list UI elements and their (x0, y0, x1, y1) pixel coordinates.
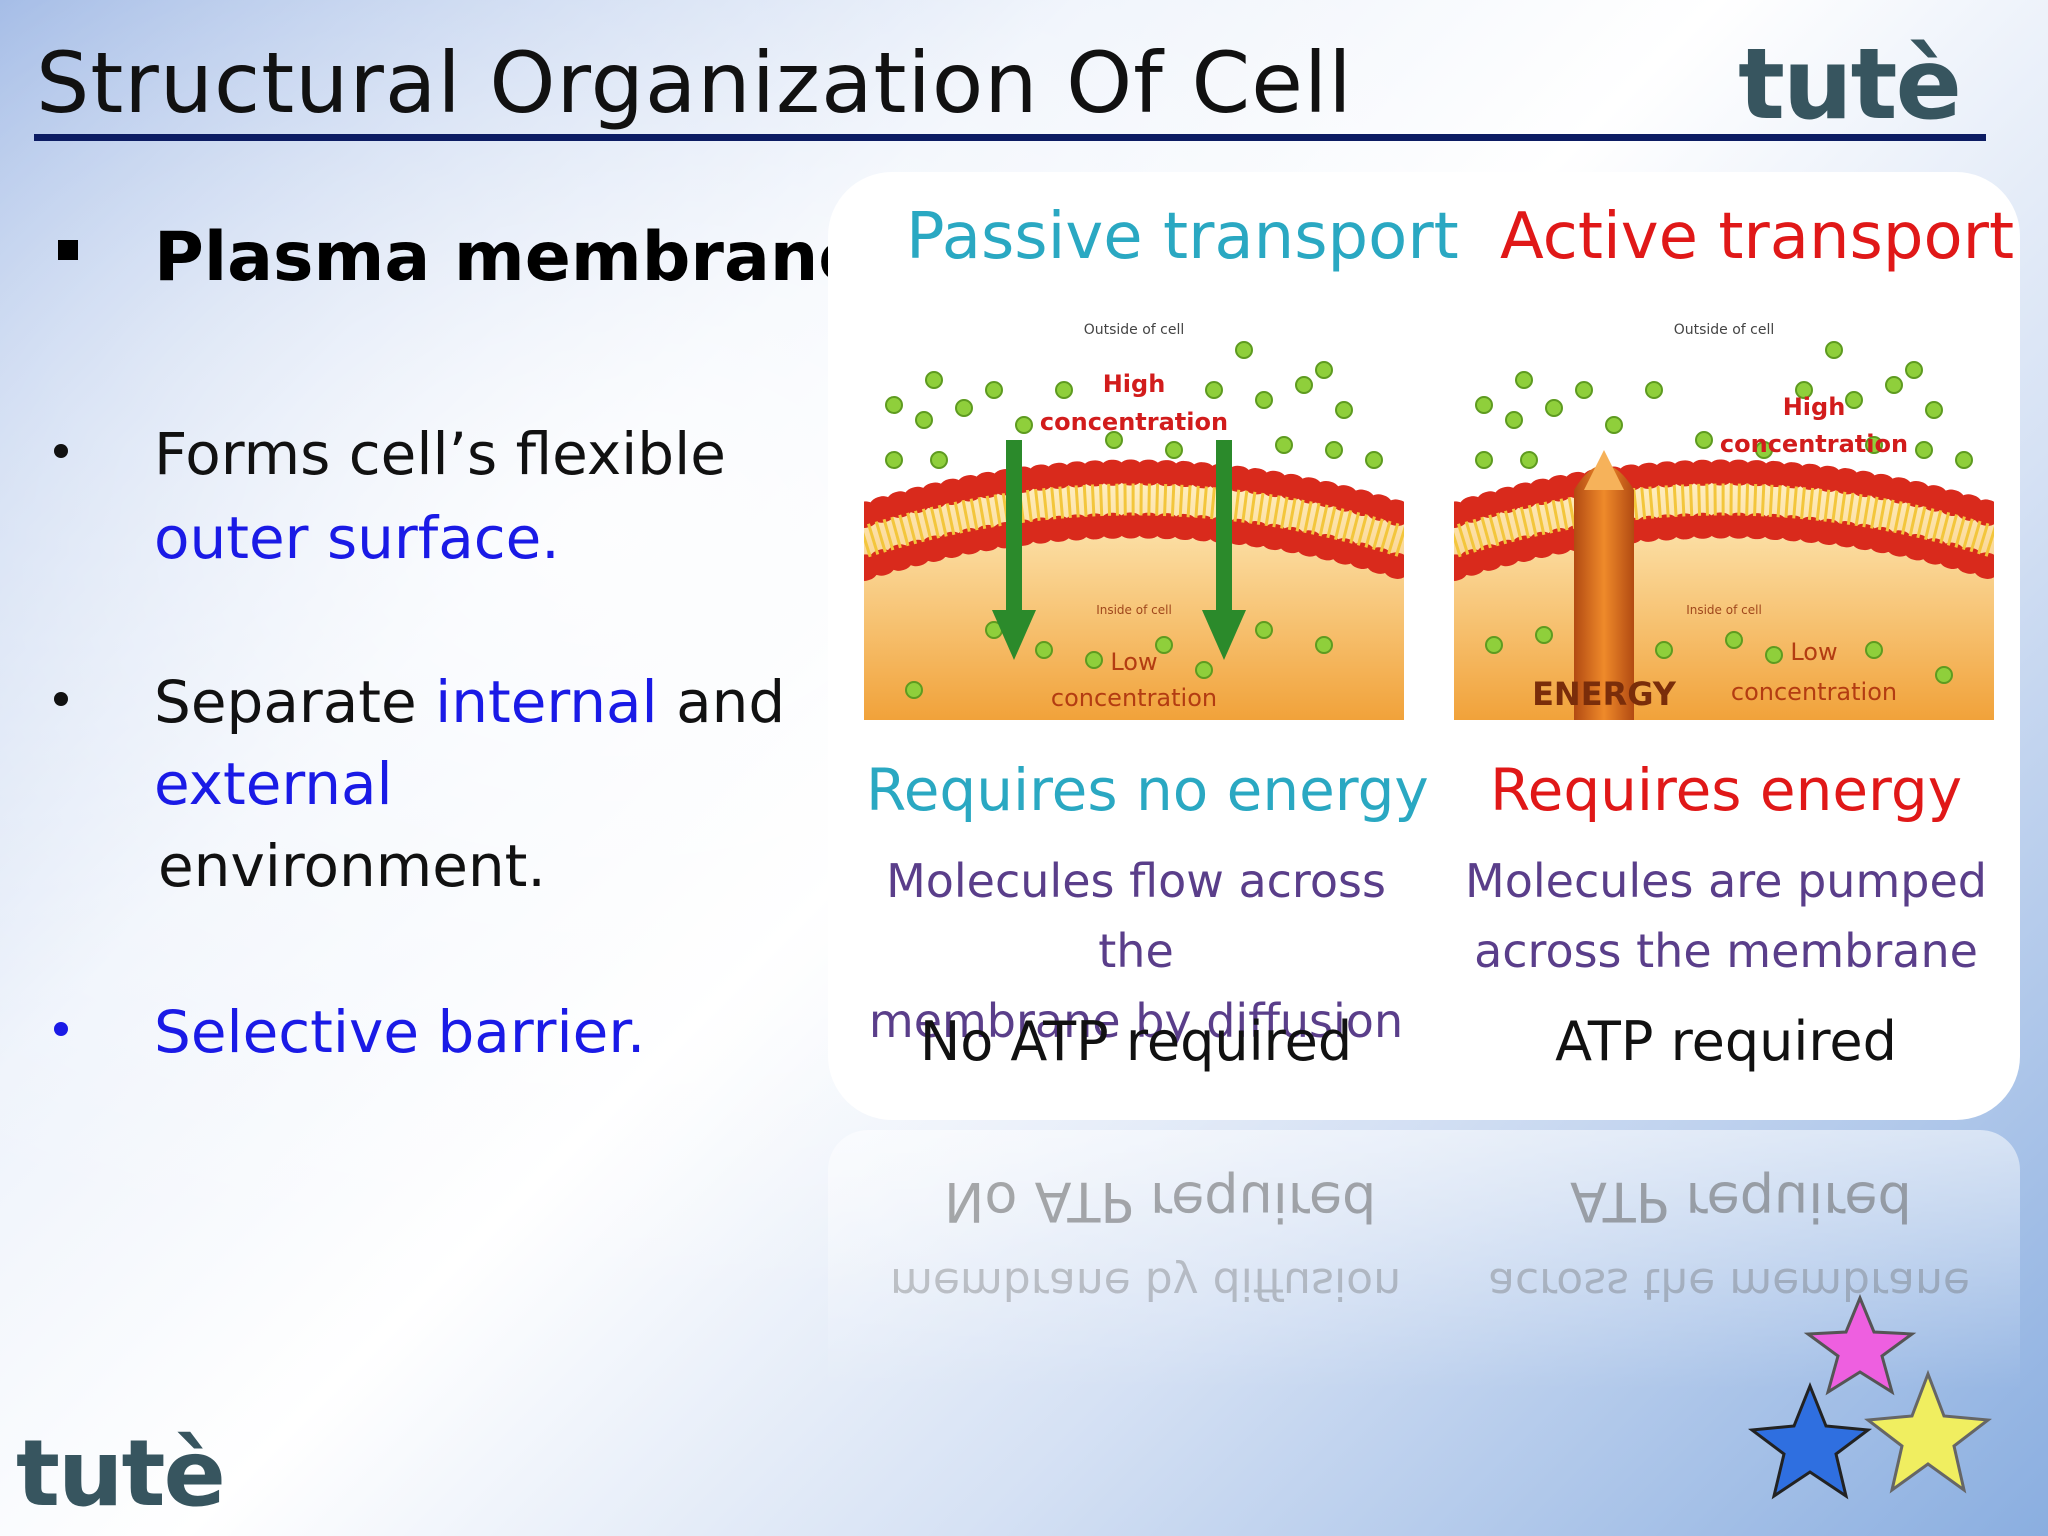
energy-label: ENERGY (1532, 675, 1677, 713)
section-heading: Plasma membrane (154, 218, 865, 297)
active-description: Molecules are pumped across the membrane (1446, 846, 2006, 986)
yellow-star-icon (1864, 1369, 1992, 1494)
bullet-dot-icon (54, 1022, 68, 1036)
stars-decoration (1747, 1294, 1992, 1500)
bullet-3: Selective barrier. (154, 998, 646, 1066)
active-energy-note: Requires energy (1489, 756, 1963, 824)
bullet-2-text-b: and (657, 668, 786, 736)
bullet-2-text-internal: internal (435, 668, 658, 736)
blue-star-icon (1747, 1381, 1873, 1500)
passive-inside-label: Inside of cell (1096, 603, 1172, 617)
reflection-passive-atp: No ATP required (944, 1170, 1377, 1233)
passive-energy-note: Requires no energy (866, 756, 1429, 824)
reflection-passive-desc: membrane by diffusion (890, 1258, 1401, 1309)
title-underline (34, 134, 1986, 141)
active-desc-line-1: Molecules are pumped (1465, 854, 1987, 908)
active-high-label: High (1783, 393, 1846, 421)
bullet-dot-icon (54, 692, 68, 706)
active-transport-title: Active transport (1500, 200, 2015, 274)
active-low-label: Low (1790, 638, 1837, 666)
passive-outside-label: Outside of cell (1084, 322, 1185, 338)
bullet-2-line-3: environment. (158, 832, 546, 900)
bullet-dot-icon (54, 444, 68, 458)
passive-membrane-diagram: Outside of cell High concentration Insid… (864, 322, 1404, 720)
passive-transport-title: Passive transport (906, 200, 1459, 274)
bullet-1-line-2: outer surface. (154, 504, 560, 572)
passive-description: Molecules flow across the membrane by di… (846, 846, 1426, 1056)
slide-title: Structural Organization Of Cell (36, 34, 1353, 132)
passive-atp-note: No ATP required (919, 1010, 1353, 1073)
bullet-2-line-1: Separate internal and (154, 660, 785, 744)
pink-star-icon (1803, 1294, 1917, 1396)
brand-logo-top: tutè (1738, 28, 1962, 142)
passive-high-label: High (1103, 370, 1166, 398)
bullet-1-line-1: Forms cell’s flexible (154, 420, 726, 488)
passive-desc-line-1: Molecules flow across the (886, 854, 1386, 978)
figure-reflection: No ATP required ATP required membrane by… (828, 1130, 2020, 1390)
passive-low-label: Low (1110, 648, 1157, 676)
active-membrane-diagram: Outside of cell High concentration Insid… (1454, 322, 1994, 720)
bullet-2-line-2: external (154, 750, 393, 818)
passive-desc-line-2: membrane by diffusion (868, 994, 1404, 1048)
passive-low-concentration-label: concentration (1051, 684, 1217, 712)
square-bullet-icon (58, 240, 78, 260)
bullet-2-text-a: Separate (154, 668, 436, 736)
active-high-concentration-label: concentration (1720, 430, 1908, 458)
brand-logo-bottom: tutè (16, 1420, 226, 1527)
active-desc-line-2: across the membrane (1474, 924, 1978, 978)
active-inside-label: Inside of cell (1686, 603, 1762, 617)
active-atp-note: ATP required (1555, 1010, 1897, 1073)
active-low-concentration-label: concentration (1731, 678, 1897, 706)
reflection-active-atp: ATP required (1570, 1170, 1912, 1233)
passive-high-concentration-label: concentration (1040, 408, 1228, 436)
active-outside-label: Outside of cell (1674, 322, 1775, 338)
